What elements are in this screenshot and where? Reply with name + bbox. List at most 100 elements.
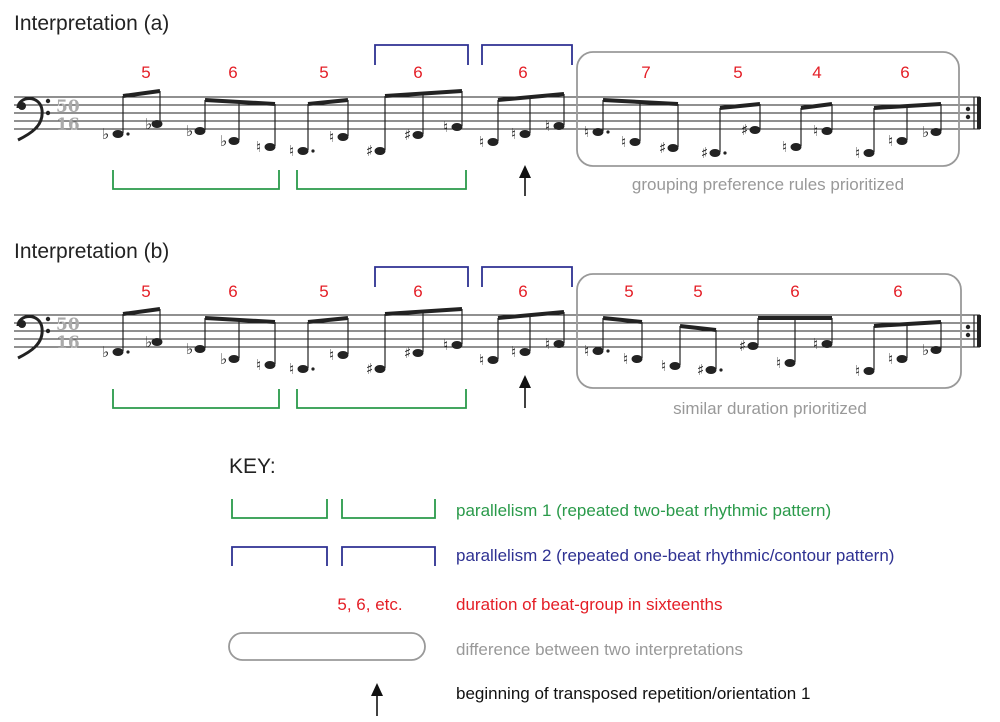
key-green-label: parallelism 1 (repeated two-beat rhythmi… xyxy=(456,501,831,520)
svg-text:♯: ♯ xyxy=(404,126,411,144)
beat-number: 5 xyxy=(693,282,702,301)
svg-text:♯: ♯ xyxy=(659,139,666,157)
svg-text:♭: ♭ xyxy=(922,341,929,359)
svg-text:♮: ♮ xyxy=(782,138,787,156)
beat-number: 4 xyxy=(812,63,821,82)
svg-text:♭: ♭ xyxy=(102,125,109,143)
beat-number: 6 xyxy=(893,282,902,301)
bass-clef-icon xyxy=(16,315,51,360)
key-legend: KEY: parallelism 1 (repeated two-beat rh… xyxy=(228,455,894,716)
svg-text:♭: ♭ xyxy=(922,123,929,141)
svg-text:♭: ♭ xyxy=(220,350,227,368)
up-arrow-icon xyxy=(519,165,531,196)
key-green-bracket xyxy=(341,499,436,519)
svg-text:♯: ♯ xyxy=(404,344,411,362)
svg-text:♯: ♯ xyxy=(366,360,373,378)
svg-text:♯: ♯ xyxy=(739,337,746,355)
svg-text:♭: ♭ xyxy=(145,333,152,351)
svg-text:♮: ♮ xyxy=(584,123,589,141)
difference-caption: similar duration prioritized xyxy=(673,399,867,418)
interpretation-b-title: Interpretation (b) xyxy=(14,240,169,263)
beat-number: 6 xyxy=(413,63,422,82)
beat-number: 5 xyxy=(319,63,328,82)
repeat-barline xyxy=(965,315,981,347)
key-up-arrow-icon xyxy=(371,683,383,716)
beat-number: 6 xyxy=(790,282,799,301)
svg-text:♭: ♭ xyxy=(145,115,152,133)
svg-text:♮: ♮ xyxy=(545,117,550,135)
svg-text:♮: ♮ xyxy=(289,142,294,160)
key-blue-bracket xyxy=(231,546,328,566)
time-signature-bottom: 16 xyxy=(56,333,80,353)
beat-number: 6 xyxy=(228,282,237,301)
system-a: Interpretation (a) 5 6 5 6 6 7 5 4 6 xyxy=(14,12,981,196)
notes-a: ♭ ♭ ♭ ♭ ♮ ♮ ♮ ♯ ♯ ♮ xyxy=(102,89,942,162)
bass-clef-icon xyxy=(16,97,51,142)
svg-text:♮: ♮ xyxy=(584,342,589,360)
parallelism-1-bracket xyxy=(112,170,280,190)
svg-text:♯: ♯ xyxy=(701,144,708,162)
parallelism-2-bracket xyxy=(481,44,573,65)
svg-text:♮: ♮ xyxy=(813,335,818,353)
parallelism-1-bracket xyxy=(112,389,280,409)
notes-b: ♭ ♭ ♭ ♭ ♮ ♮ ♮ ♯ ♯ ♮ xyxy=(102,307,942,380)
svg-text:♭: ♭ xyxy=(186,340,193,358)
svg-text:♮: ♮ xyxy=(443,118,448,136)
difference-box xyxy=(576,51,960,167)
difference-caption: grouping preference rules prioritized xyxy=(632,175,904,194)
svg-text:♯: ♯ xyxy=(366,142,373,160)
time-signature-top: 50 xyxy=(56,97,80,117)
key-red-sample: 5, 6, etc. xyxy=(337,595,402,614)
key-red-label: duration of beat-group in sixteenths xyxy=(456,595,723,614)
beat-number: 7 xyxy=(641,63,650,82)
up-arrow-icon xyxy=(519,375,531,408)
svg-text:♮: ♮ xyxy=(623,350,628,368)
svg-text:♮: ♮ xyxy=(855,144,860,162)
svg-text:♮: ♮ xyxy=(855,362,860,380)
svg-text:♭: ♭ xyxy=(102,343,109,361)
beat-number: 5 xyxy=(624,282,633,301)
time-signature-top: 50 xyxy=(56,315,80,335)
svg-text:♭: ♭ xyxy=(186,122,193,140)
parallelism-2-bracket xyxy=(481,266,573,287)
svg-text:♮: ♮ xyxy=(661,357,666,375)
beat-number: 6 xyxy=(518,63,527,82)
svg-text:♯: ♯ xyxy=(697,361,704,379)
beat-group-numbers-a: 5 6 5 6 6 7 5 4 6 xyxy=(141,63,909,82)
svg-text:♮: ♮ xyxy=(329,128,334,146)
svg-text:♮: ♮ xyxy=(289,360,294,378)
beat-number: 5 xyxy=(319,282,328,301)
key-blue-label: parallelism 2 (repeated one-beat rhythmi… xyxy=(456,546,894,565)
svg-text:♮: ♮ xyxy=(479,351,484,369)
svg-text:♮: ♮ xyxy=(776,354,781,372)
beat-group-numbers-b: 5 6 5 6 6 5 5 6 6 xyxy=(141,282,902,301)
svg-text:♮: ♮ xyxy=(443,336,448,354)
key-gray-label: difference between two interpretations xyxy=(456,640,743,659)
system-b: Interpretation (b) 5 6 5 6 6 5 5 6 6 xyxy=(14,240,981,418)
svg-text:♮: ♮ xyxy=(813,122,818,140)
svg-text:♮: ♮ xyxy=(545,335,550,353)
difference-box xyxy=(576,273,962,389)
svg-text:♮: ♮ xyxy=(479,133,484,151)
svg-text:♮: ♮ xyxy=(888,132,893,150)
interpretation-a-title: Interpretation (a) xyxy=(14,12,169,35)
key-heading: KEY: xyxy=(229,455,276,478)
svg-text:♮: ♮ xyxy=(329,346,334,364)
beat-number: 6 xyxy=(900,63,909,82)
beat-number: 5 xyxy=(141,63,150,82)
beat-number: 6 xyxy=(518,282,527,301)
svg-text:♯: ♯ xyxy=(741,121,748,139)
beat-number: 5 xyxy=(733,63,742,82)
beat-number: 5 xyxy=(141,282,150,301)
svg-text:♮: ♮ xyxy=(888,350,893,368)
key-green-bracket xyxy=(231,499,328,519)
beat-number: 6 xyxy=(228,63,237,82)
svg-text:♮: ♮ xyxy=(511,343,516,361)
key-difference-box xyxy=(228,632,426,661)
beat-number: 6 xyxy=(413,282,422,301)
svg-text:♮: ♮ xyxy=(256,138,261,156)
svg-text:♮: ♮ xyxy=(511,125,516,143)
svg-text:♮: ♮ xyxy=(256,356,261,374)
parallelism-2-bracket xyxy=(374,266,469,287)
